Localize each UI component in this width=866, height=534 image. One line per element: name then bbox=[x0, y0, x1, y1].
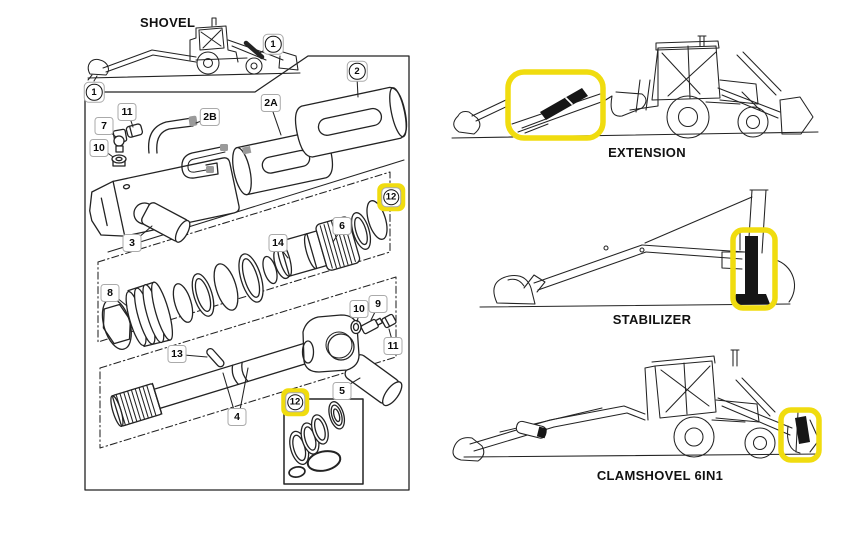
highlight-clamshovel-cylinder[interactable] bbox=[778, 407, 822, 463]
part-8-piston bbox=[101, 281, 174, 350]
part-callout-9[interactable]: 9 bbox=[368, 295, 388, 313]
part-2b-pipe bbox=[147, 115, 198, 154]
figure-stabilizer bbox=[479, 189, 796, 311]
part-callout-11[interactable]: 11 bbox=[117, 103, 137, 121]
diagram-border bbox=[84, 55, 410, 491]
part-callout-12[interactable]: 12 bbox=[377, 183, 405, 211]
part-callout-7[interactable]: 7 bbox=[94, 117, 114, 135]
cylinder-internal-pipe bbox=[181, 144, 228, 179]
highlight-extension-cylinder[interactable] bbox=[505, 69, 606, 141]
part-number: 13 bbox=[171, 347, 183, 360]
part-callout-10[interactable]: 10 bbox=[349, 300, 369, 318]
highlight-stabilizer-cylinder[interactable] bbox=[730, 227, 778, 311]
part-callout-1[interactable]: 1 bbox=[262, 33, 284, 55]
figure-clamshovel bbox=[452, 349, 822, 463]
part-number: 11 bbox=[121, 105, 133, 118]
part-number: 9 bbox=[375, 297, 381, 310]
part-callout-2b[interactable]: 2B bbox=[199, 108, 221, 126]
part-callout-11[interactable]: 11 bbox=[383, 337, 403, 355]
exploded-view bbox=[84, 17, 410, 491]
caption-extension: EXTENSION bbox=[608, 145, 686, 160]
part-5-and-rod-end bbox=[301, 313, 403, 407]
part-number: 10 bbox=[353, 302, 365, 315]
part-number: 7 bbox=[101, 119, 107, 132]
panel-edge-top-group bbox=[107, 159, 405, 253]
panel-seals-group bbox=[97, 171, 391, 343]
part-number: 6 bbox=[339, 219, 345, 232]
part-callout-10[interactable]: 10 bbox=[89, 139, 109, 157]
part-callout-2[interactable]: 2 bbox=[346, 60, 368, 82]
part-number: 2B bbox=[203, 110, 217, 123]
part-callout-6[interactable]: 6 bbox=[332, 217, 352, 235]
shovel-diagram-title: SHOVEL bbox=[140, 15, 196, 30]
part-number: 2 bbox=[348, 62, 366, 80]
part-callout-1[interactable]: 1 bbox=[83, 81, 105, 103]
part-callout-3[interactable]: 3 bbox=[122, 234, 142, 252]
part-callout-12[interactable]: 12 bbox=[281, 388, 309, 416]
part-2a-tube bbox=[294, 86, 408, 158]
part-number: 11 bbox=[387, 339, 399, 352]
panel-rod-group bbox=[99, 276, 397, 449]
figure-extension bbox=[451, 35, 819, 141]
part-callout-4[interactable]: 4 bbox=[227, 408, 247, 426]
part-callout-2a[interactable]: 2A bbox=[260, 94, 282, 112]
part-14-sleeve bbox=[276, 233, 320, 277]
part-number: 4 bbox=[234, 410, 240, 423]
part-callout-5[interactable]: 5 bbox=[332, 382, 352, 400]
caption-stabilizer: STABILIZER bbox=[612, 312, 692, 327]
part-callout-13[interactable]: 13 bbox=[167, 345, 187, 363]
part-number: 1 bbox=[264, 35, 282, 53]
part-3-bushing bbox=[141, 202, 191, 243]
part-callout-8[interactable]: 8 bbox=[100, 284, 120, 302]
part-number: 10 bbox=[93, 141, 105, 154]
caption-clamshovel: CLAMSHOVEL 6IN1 bbox=[596, 468, 724, 483]
part-number: 14 bbox=[272, 236, 284, 249]
part-13-pin bbox=[206, 347, 225, 368]
part-number: 2A bbox=[264, 96, 278, 109]
part-number: 3 bbox=[129, 236, 135, 249]
part-number: 12 bbox=[286, 393, 304, 411]
part-4-rod bbox=[110, 334, 338, 428]
part-number: 12 bbox=[382, 188, 400, 206]
part-number: 1 bbox=[85, 83, 103, 101]
part-7-10-11-grease-fitting bbox=[111, 123, 144, 167]
part-number: 5 bbox=[339, 384, 345, 397]
seal-ring-train bbox=[172, 200, 388, 323]
part-callout-14[interactable]: 14 bbox=[268, 234, 288, 252]
part-number: 8 bbox=[107, 286, 113, 299]
